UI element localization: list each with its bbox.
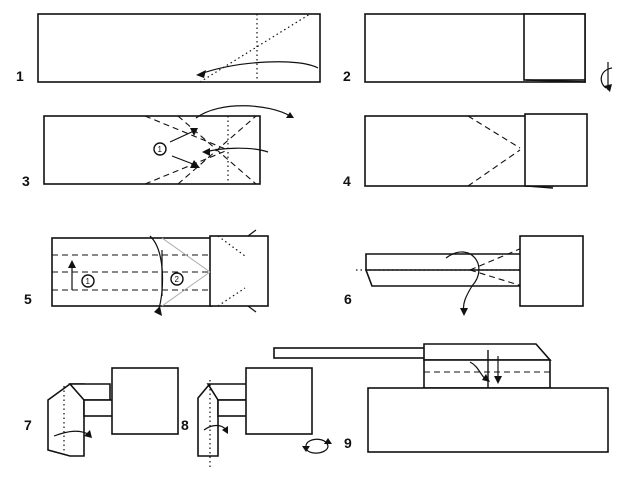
arrow-head-icon <box>154 306 162 316</box>
folded-flap <box>519 235 584 307</box>
paper-sheet <box>43 115 261 185</box>
arrow-head-icon <box>84 430 92 438</box>
step-marker-label: 1 <box>158 145 163 154</box>
arrow-head-icon <box>460 308 468 316</box>
folded-flap <box>245 367 313 435</box>
valley-fold-line <box>217 287 246 307</box>
folded-strip <box>423 343 552 361</box>
step-number: 8 <box>181 417 189 433</box>
valley-fold-line <box>217 235 246 257</box>
flap-edge <box>526 185 554 189</box>
arrow-head-icon <box>482 374 490 382</box>
arrow-head-icon <box>196 70 206 78</box>
arrow-head-icon <box>494 376 502 384</box>
strip-band <box>217 399 249 417</box>
step-marker-label: 1 <box>86 277 91 286</box>
hidden-edge <box>161 237 211 273</box>
rotate-icon <box>305 438 329 454</box>
step-7: 7 <box>24 367 179 458</box>
step-number: 6 <box>344 291 352 307</box>
arrow-head-icon <box>324 438 332 444</box>
arrow-head-icon <box>202 148 210 156</box>
folded-flap <box>523 13 586 81</box>
arrow-head-icon <box>604 84 612 92</box>
mountain-fold-line <box>467 115 521 149</box>
step-number: 3 <box>22 173 30 189</box>
step-1: 1 <box>16 13 321 84</box>
step-number: 7 <box>24 417 32 433</box>
fold-arrow-icon <box>445 251 480 313</box>
strip-band <box>83 399 115 417</box>
mountain-fold-line <box>144 149 229 185</box>
step-8: 8 <box>181 367 332 470</box>
step-number: 5 <box>24 291 32 307</box>
hidden-edge <box>161 271 211 307</box>
step-4: 4 <box>343 113 588 189</box>
arrow-head-icon <box>190 160 200 168</box>
arrow-head-icon <box>222 426 228 434</box>
step-2: 2 <box>343 13 613 92</box>
step-marker-circle <box>170 272 184 286</box>
flap-edge <box>525 79 587 83</box>
fold-arrow-icon <box>199 61 319 75</box>
folded-flap <box>524 113 588 187</box>
step-number: 1 <box>16 68 24 84</box>
step-number: 2 <box>343 68 351 84</box>
mountain-fold-line <box>467 149 521 187</box>
step-marker-label: 2 <box>175 275 180 284</box>
folded-strip <box>197 385 219 457</box>
mountain-fold-line <box>469 269 523 287</box>
folded-flap <box>111 367 179 435</box>
step-marker-circle <box>153 142 167 156</box>
step-5: 1 2 5 <box>24 229 269 316</box>
step-number: 9 <box>344 435 352 451</box>
arrow-head-icon <box>302 446 310 452</box>
paper-sheet <box>37 13 321 83</box>
arrow-head-icon <box>68 260 76 268</box>
mountain-fold-line <box>144 115 229 151</box>
folded-flap <box>209 235 269 307</box>
fold-arrow-icon <box>195 105 291 119</box>
arrow-head-icon <box>286 112 294 118</box>
step-6: 6 <box>344 235 584 316</box>
paper-base <box>367 387 609 453</box>
arrow-head-icon <box>190 128 198 136</box>
fold-arrow-icon <box>247 229 257 313</box>
strip-band <box>423 359 551 389</box>
step-number: 4 <box>343 173 351 189</box>
step-3: 1 3 <box>22 105 294 189</box>
fold-arrow-icon <box>53 430 89 437</box>
step-marker-circle <box>81 274 95 288</box>
fold-arrow-icon <box>169 129 197 143</box>
step-9: 9 <box>273 343 609 453</box>
